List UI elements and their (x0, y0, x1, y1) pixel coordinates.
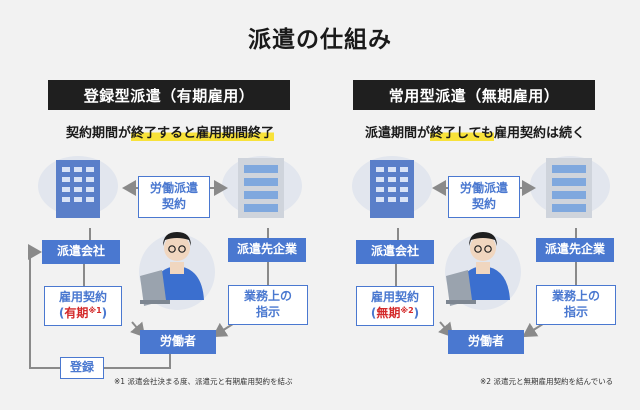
caption-text-end: 雇用契約は続く (493, 125, 585, 141)
contract-label-text: 労働派遣 契約 (459, 181, 508, 211)
caption-text: 派遣期間が (365, 125, 431, 141)
employment-type: 無期 (376, 306, 401, 320)
caption-highlight: 終了すると雇用期間終了 (131, 121, 275, 141)
diagram-graphics (352, 156, 610, 338)
agency-box: 派遣会社 (42, 240, 120, 264)
footnote: ※1 派遣会社決まる度、派遣元と有期雇用契約を結ぶ (114, 377, 293, 386)
agency-building-icon (352, 156, 432, 218)
worker-box: 労働者 (448, 330, 524, 354)
worker-illustration-icon (139, 232, 215, 310)
panel-permanent-dispatch: 常用型派遣（無期雇用） 派遣期間が終了しても雇用契約は続く (320, 0, 640, 410)
agency-building-icon (38, 156, 118, 218)
registration-link (104, 353, 171, 369)
note-mark: ※2 (400, 306, 414, 315)
panel-heading: 常用型派遣（無期雇用） (353, 80, 595, 110)
work-instruction-text: 業務上の 指示 (243, 289, 292, 319)
client-company-box: 派遣先企業 (228, 238, 306, 262)
footnote: ※2 派遣元と無期雇用契約を結んでいる (480, 377, 614, 386)
client-building-icon (222, 156, 302, 218)
agency-box: 派遣会社 (356, 240, 434, 264)
caption-text: 契約期間が (65, 125, 131, 141)
contract-label-text: 労働派遣 契約 (149, 181, 198, 211)
note-mark: ※1 (88, 306, 102, 315)
page-title: 派遣の仕組み (248, 27, 392, 53)
panel-caption: 派遣期間が終了しても雇用契約は続く (340, 120, 610, 142)
worker-illustration-icon (445, 232, 521, 310)
employment-contract-text: 雇用契約 (有期※1) (58, 290, 108, 320)
employment-label: 雇用契約 (370, 290, 419, 305)
dispatch-contract-label: 労働派遣 契約 (138, 176, 210, 218)
work-instruction-box: 業務上の 指示 (228, 285, 308, 325)
work-instruction-box: 業務上の 指示 (536, 285, 616, 325)
employment-contract-text: 雇用契約 (無期※2) (370, 290, 420, 320)
employment-contract-box: 雇用契約 (有期※1) (44, 286, 122, 326)
diagram-graphics (28, 156, 302, 369)
dispatch-contract-label: 労働派遣 契約 (448, 176, 520, 218)
registration-box: 登録 (60, 357, 104, 379)
employment-type: 有期 (64, 306, 89, 320)
worker-box: 労働者 (140, 330, 216, 354)
panel-caption: 契約期間が終了すると雇用期間終了 (40, 120, 300, 142)
caption-highlight: 終了しても (430, 121, 494, 141)
work-instruction-text: 業務上の 指示 (551, 289, 600, 319)
employment-label: 雇用契約 (58, 290, 107, 305)
employment-contract-box: 雇用契約 (無期※2) (356, 286, 434, 326)
registration-arrow (28, 244, 60, 369)
panel-heading: 登録型派遣（有期雇用） (48, 80, 290, 110)
client-company-box: 派遣先企業 (536, 238, 614, 262)
panel-registered-dispatch: 登録型派遣（有期雇用） 契約期間が終了すると雇用期間終了 (28, 80, 308, 386)
client-building-icon (530, 156, 610, 218)
